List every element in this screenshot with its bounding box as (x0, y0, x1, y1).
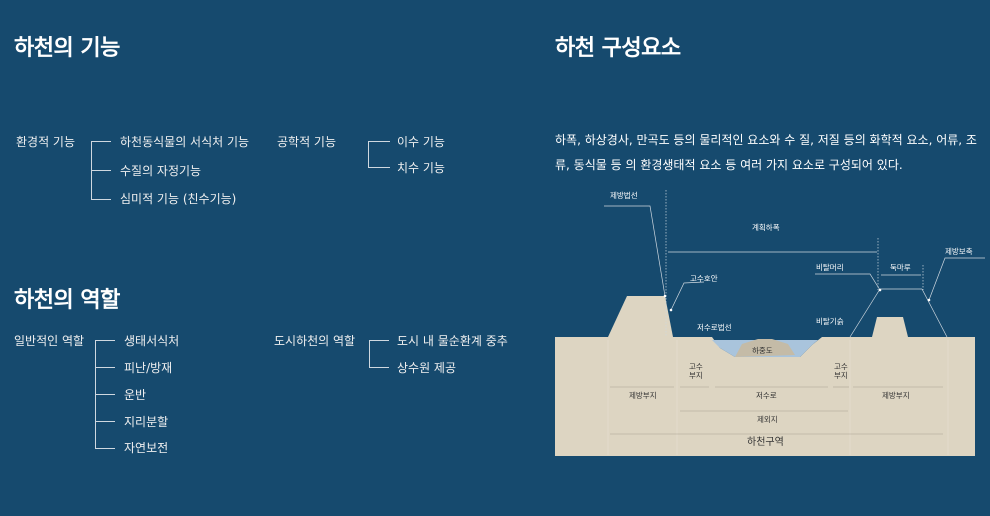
label-floodplain-left: 고수 (689, 362, 703, 371)
label-low-channel-line: 저수로법선 (697, 322, 732, 332)
label-river-zone: 하천구역 (747, 435, 784, 448)
right-levee (872, 317, 908, 337)
eng-item: 이수 기능 (397, 135, 445, 149)
bracket-tick (95, 448, 115, 449)
general-role-item: 피난/방재 (124, 361, 173, 375)
label-high-revetment: 고수호안 (690, 273, 718, 283)
env-item: 하천동식물의 서식처 기능 (120, 135, 250, 149)
label-island: 하중도 (752, 345, 773, 355)
bracket-tick (369, 367, 389, 368)
label-floodplain-left-2: 부지 (689, 371, 703, 380)
label-levee-site-right: 제방부지 (882, 390, 910, 400)
bracket-tick (91, 141, 111, 142)
functions-title: 하천의 기능 (14, 36, 120, 61)
urban-role-item: 상수원 제공 (397, 361, 457, 375)
general-role-item: 생태서식처 (124, 334, 180, 348)
general-role-item: 운반 (124, 388, 147, 402)
general-role-item: 지리분할 (124, 415, 169, 429)
bracket-tick (369, 340, 389, 341)
bracket-tick (91, 199, 111, 200)
bracket-tick (368, 167, 390, 168)
label-levee-reinforce: 제방보축 (945, 246, 973, 256)
components-title: 하천 구성요소 (555, 36, 681, 61)
bracket-tick (95, 394, 115, 395)
bracket-tick (91, 170, 111, 171)
env-item: 심미적 기능 (친수기능) (120, 192, 237, 206)
bracket-tick (368, 141, 390, 142)
env-item: 수질의 자정기능 (120, 164, 202, 178)
urban-role-item: 도시 내 물순환계 중추 (397, 334, 508, 348)
bracket-tick (95, 421, 115, 422)
urban-role-label: 도시하천의 역할 (274, 334, 356, 348)
label-slope-foot: 비탈기슭 (816, 317, 844, 326)
left-levee (608, 296, 673, 337)
bracket-tick (95, 340, 115, 341)
label-floodplain-right-2: 부지 (834, 371, 848, 380)
bracket (369, 340, 370, 367)
label-crest: 둑마루 (890, 263, 911, 272)
general-role-item: 자연보전 (124, 441, 169, 455)
bracket (368, 141, 369, 167)
general-role-label: 일반적인 역할 (14, 334, 85, 348)
label-floodplain-right: 고수 (834, 362, 848, 371)
roles-title: 하천의 역할 (14, 288, 120, 313)
label-planned-width: 계획하폭 (752, 222, 780, 232)
components-description: 하폭, 하상경사, 만곡도 등의 물리적인 요소와 수 질, 저질 등의 화학적… (555, 133, 977, 172)
label-levee-site-left: 제방부지 (629, 390, 657, 400)
label-slope-top: 비탈머리 (816, 263, 844, 272)
island (735, 339, 795, 357)
env-function-label: 환경적 기능 (16, 135, 76, 149)
bracket-tick (95, 367, 115, 368)
label-riverside: 제외지 (757, 414, 778, 424)
eng-function-label: 공학적 기능 (277, 135, 337, 149)
label-low-channel: 저수로 (756, 391, 777, 400)
label-levee-line: 제방법선 (610, 190, 638, 200)
eng-item: 치수 기능 (397, 161, 445, 175)
